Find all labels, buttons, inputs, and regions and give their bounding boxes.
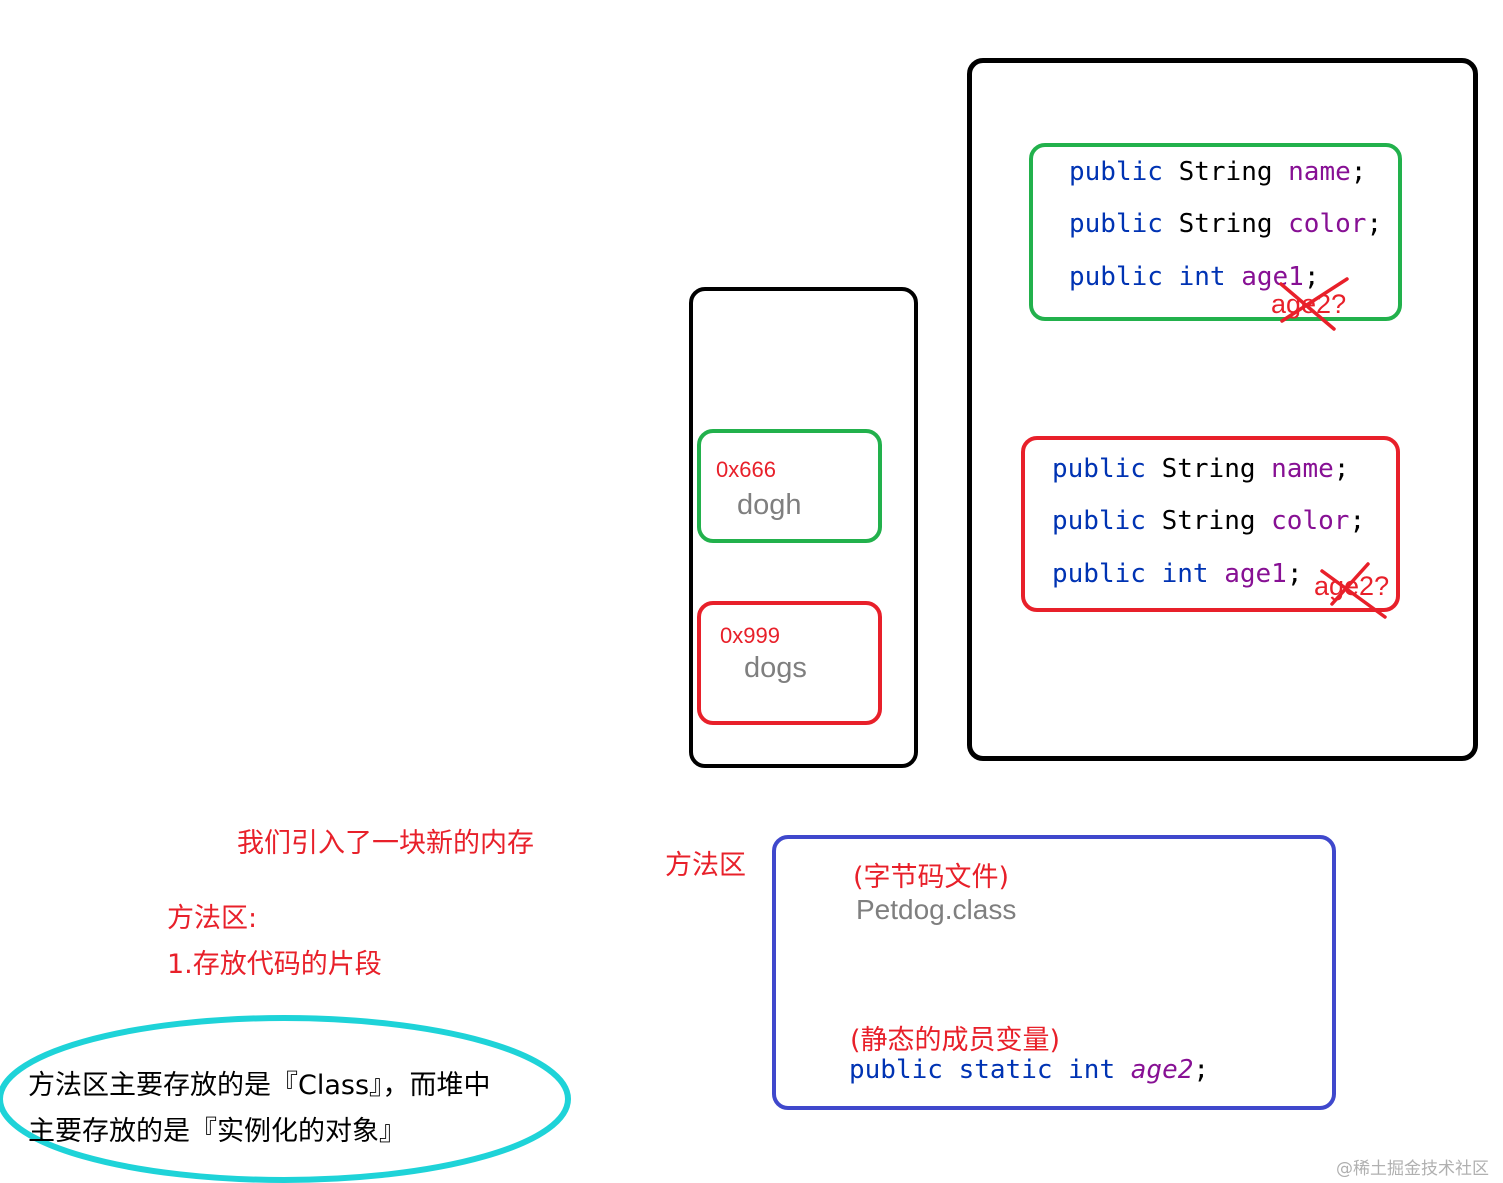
method-area-point: 1.存放代码的片段 <box>167 949 382 980</box>
intro-note: 我们引入了一块新的内存 <box>237 828 534 859</box>
code-line: public int age1; <box>1069 262 1320 292</box>
ref-name: dogs <box>744 652 807 684</box>
class-file-name: Petdog.class <box>856 894 1017 925</box>
code-line: public String color; <box>1069 209 1383 239</box>
cross-mark-green-object <box>1279 277 1349 331</box>
static-code-line: public static int age2; <box>849 1055 1210 1085</box>
watermark: @稀土掘金技术社区 <box>1336 1159 1489 1179</box>
method-area: (字节码文件) Petdog.class (静态的成员变量) public st… <box>772 835 1336 1110</box>
heap-area <box>967 58 1478 761</box>
stack-area <box>689 287 918 768</box>
ref-address: 0x666 <box>716 457 776 482</box>
method-area-side-label: 方法区 <box>665 850 746 881</box>
summary-ellipse <box>0 1015 571 1183</box>
code-line: public int age1; <box>1052 559 1303 589</box>
summary-line-1: 方法区主要存放的是『Class』，而堆中 <box>28 1070 491 1101</box>
static-member-label: (静态的成员变量) <box>850 1025 1061 1056</box>
code-line: public String name; <box>1069 157 1367 187</box>
summary-line-2: 主要存放的是『实例化的对象』 <box>28 1116 406 1147</box>
heap-object-dogs: public String name; public String color;… <box>1021 436 1400 612</box>
ref-address: 0x999 <box>720 623 780 648</box>
bytecode-label: (字节码文件) <box>853 862 1010 893</box>
ref-name: dogh <box>737 489 802 521</box>
code-line: public String name; <box>1052 454 1350 484</box>
cross-mark-red-object <box>1320 562 1387 619</box>
method-area-title: 方法区: <box>167 903 258 934</box>
stack-ref-dogh: 0x666 dogh <box>697 429 882 543</box>
heap-object-dogh: public String name; public String color;… <box>1029 143 1402 321</box>
code-line: public String color; <box>1052 506 1366 536</box>
stack-ref-dogs: 0x999 dogs <box>697 601 882 725</box>
